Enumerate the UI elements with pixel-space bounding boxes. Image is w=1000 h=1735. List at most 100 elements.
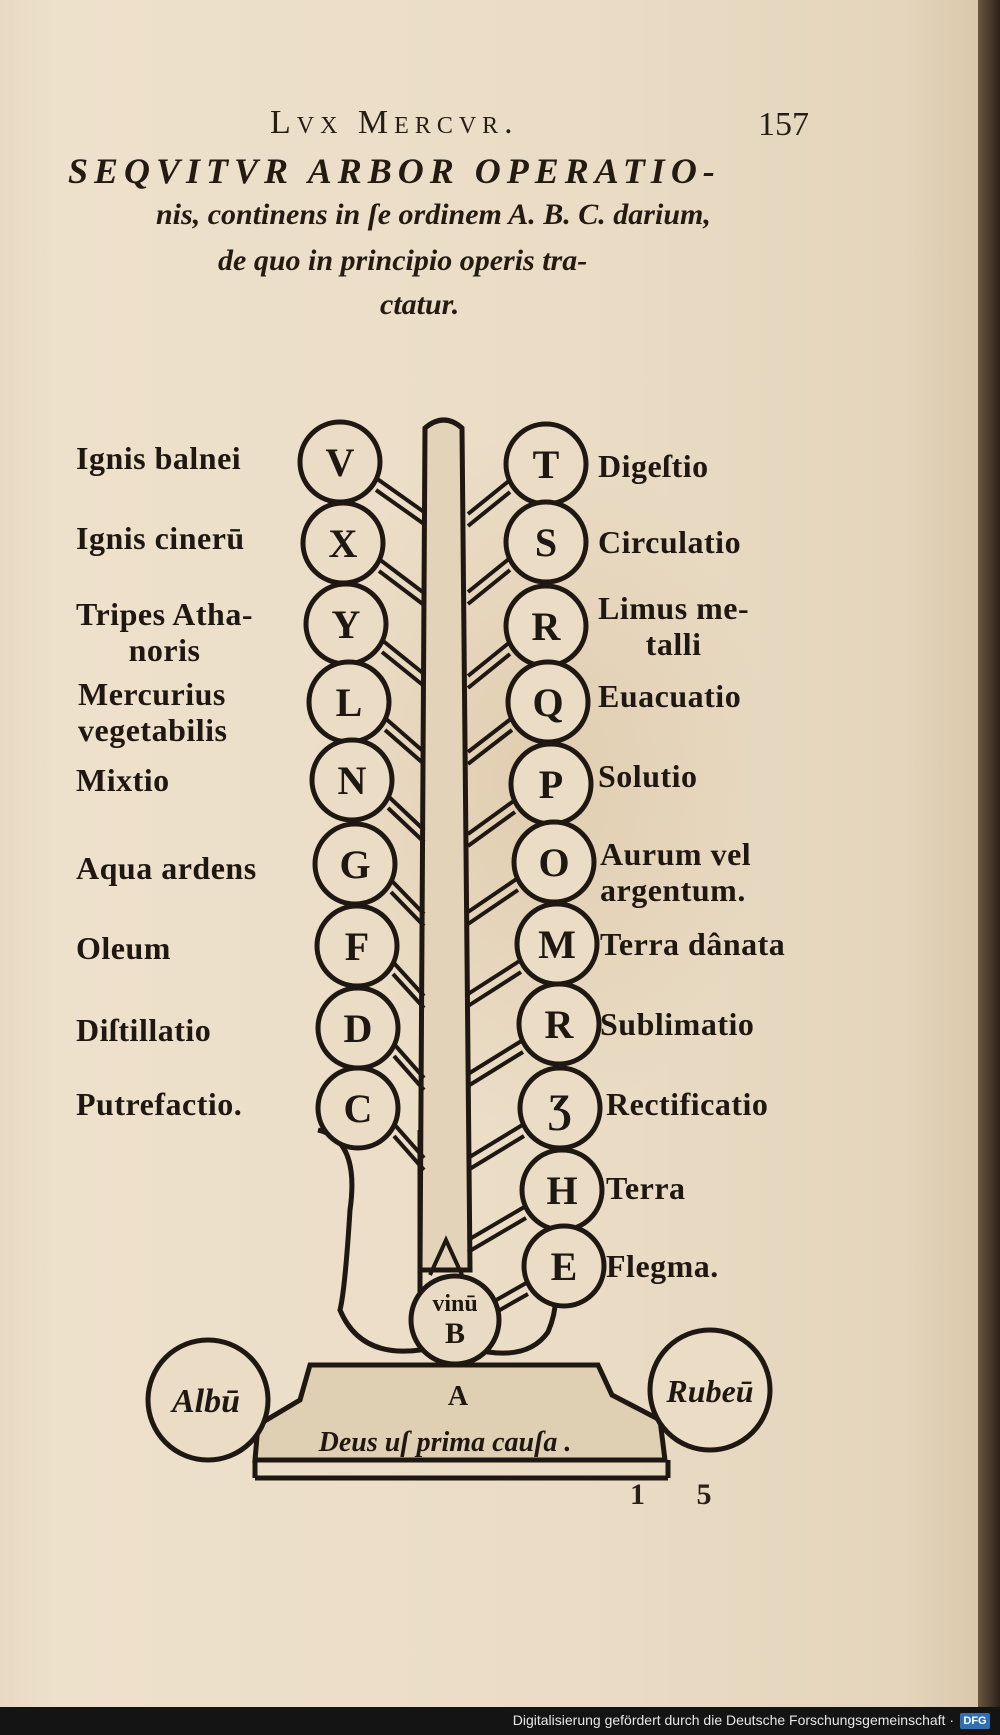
root-letter: B	[445, 1317, 465, 1350]
right-circle-letter: S	[535, 520, 557, 565]
right-circle-letter: M	[538, 922, 576, 967]
right-label: Digeſtio	[598, 448, 709, 484]
left-branch	[374, 476, 426, 514]
signature-mark: 1 5	[630, 1478, 734, 1511]
left-branch	[392, 1122, 426, 1160]
right-branch	[466, 1122, 526, 1160]
title-line-3: de quo in principio operis tra-	[218, 244, 588, 277]
left-branch	[389, 890, 426, 928]
right-branch	[466, 716, 514, 754]
left-root	[317, 1127, 423, 1354]
left-circle-letter: V	[326, 440, 355, 485]
left-branch	[380, 638, 426, 676]
left-branch	[392, 1042, 426, 1080]
right-disc	[647, 1327, 773, 1453]
right-circle-letter: R	[532, 604, 562, 649]
tree-trunk	[417, 417, 473, 1273]
right-label: Solutio	[598, 758, 698, 794]
right-label: Flegma.	[606, 1248, 719, 1284]
right-label: Aurum vel argentum.	[600, 836, 752, 908]
footer-text: Digitalisierung gefördert durch die Deut…	[512, 1712, 954, 1728]
left-circle	[309, 737, 395, 823]
right-branch	[466, 568, 512, 606]
right-label: Limus me- talli	[598, 590, 750, 662]
left-label: Oleum	[76, 930, 171, 966]
pedestal-text: Deus uſ prima cauſa .	[318, 1427, 572, 1458]
left-circle-letter: L	[336, 680, 363, 725]
left-label: Mercurius vegetabilis	[78, 676, 228, 748]
page-number: 157	[758, 106, 809, 143]
right-branch	[466, 810, 517, 848]
apex-triangle	[428, 1235, 464, 1276]
left-circle-letter: X	[329, 521, 358, 566]
left-branch	[391, 972, 426, 1010]
book-spine	[978, 0, 1000, 1735]
right-circle-letter: P	[539, 762, 563, 807]
title-line-4: ctatur.	[380, 288, 460, 321]
right-branch	[466, 728, 514, 766]
right-branch	[466, 1216, 528, 1254]
right-label: Circulatio	[598, 524, 742, 560]
left-circle	[315, 1065, 401, 1151]
right-label: Rectificatio	[606, 1086, 769, 1122]
right-branch	[466, 1050, 525, 1088]
left-circle-letter: C	[344, 1086, 373, 1131]
right-circle-letter: Ʒ	[548, 1086, 571, 1131]
left-branch	[392, 1054, 426, 1092]
right-branch	[466, 1038, 525, 1076]
pedestal	[252, 1362, 668, 1463]
right-circle-letter: H	[546, 1168, 577, 1213]
right-circle-letter: T	[533, 442, 560, 487]
right-branch	[466, 478, 512, 516]
left-branch	[389, 878, 426, 916]
right-branch	[466, 490, 512, 528]
left-circle-letter: F	[345, 924, 369, 969]
right-branch	[466, 640, 512, 678]
right-label: Euacuatio	[598, 678, 742, 714]
running-head: Lvx Mercvr.	[270, 104, 519, 141]
left-branch	[383, 728, 426, 766]
right-branch	[466, 888, 520, 926]
right-branch	[466, 556, 512, 594]
left-branch	[386, 794, 426, 832]
right-label: Terra	[606, 1170, 686, 1206]
right-branch	[466, 652, 512, 690]
right-branch	[466, 1134, 526, 1172]
left-label: Ignis balnei	[76, 440, 242, 476]
left-branch	[377, 557, 426, 595]
left-label: Mixtio	[76, 762, 170, 798]
left-circle-letter: Y	[332, 602, 361, 647]
right-label: Sublimatio	[600, 1006, 755, 1042]
left-label: Tripes Atha- noris	[76, 596, 253, 668]
right-branch	[466, 1204, 528, 1242]
right-circle	[521, 1223, 607, 1309]
left-disc-text: Albū	[170, 1383, 240, 1420]
left-branch	[386, 806, 426, 844]
right-disc-text: Rubeū	[665, 1373, 753, 1409]
pedestal-letter: A	[448, 1381, 469, 1412]
footer-bar: Digitalisierung gefördert durch die Deut…	[0, 1707, 1000, 1735]
left-circle-letter: N	[338, 758, 367, 803]
left-label: Putrefactio.	[76, 1086, 243, 1122]
right-circle-letter: Q	[532, 680, 563, 725]
left-branch	[391, 960, 426, 998]
left-label: Diſtillatio	[76, 1012, 212, 1048]
title-line-2: nis, continens in ſe ordinem A. B. C. da…	[156, 198, 711, 231]
right-circle	[503, 499, 589, 585]
right-label: Terra dânata	[600, 926, 786, 962]
left-disc	[145, 1337, 271, 1463]
right-branch	[466, 970, 523, 1008]
dfg-logo: DFG	[960, 1713, 990, 1729]
left-circle-letter: D	[344, 1006, 373, 1051]
left-label: Ignis cinerū	[76, 520, 245, 556]
right-branch	[466, 876, 520, 914]
left-branch	[380, 650, 426, 688]
left-label: Aqua ardens	[76, 850, 257, 886]
root-top-text: vinū	[432, 1291, 477, 1317]
root-circle	[408, 1273, 502, 1367]
left-branch	[392, 1134, 426, 1172]
right-circle-letter: E	[551, 1244, 578, 1289]
left-circle-letter: G	[339, 842, 370, 887]
